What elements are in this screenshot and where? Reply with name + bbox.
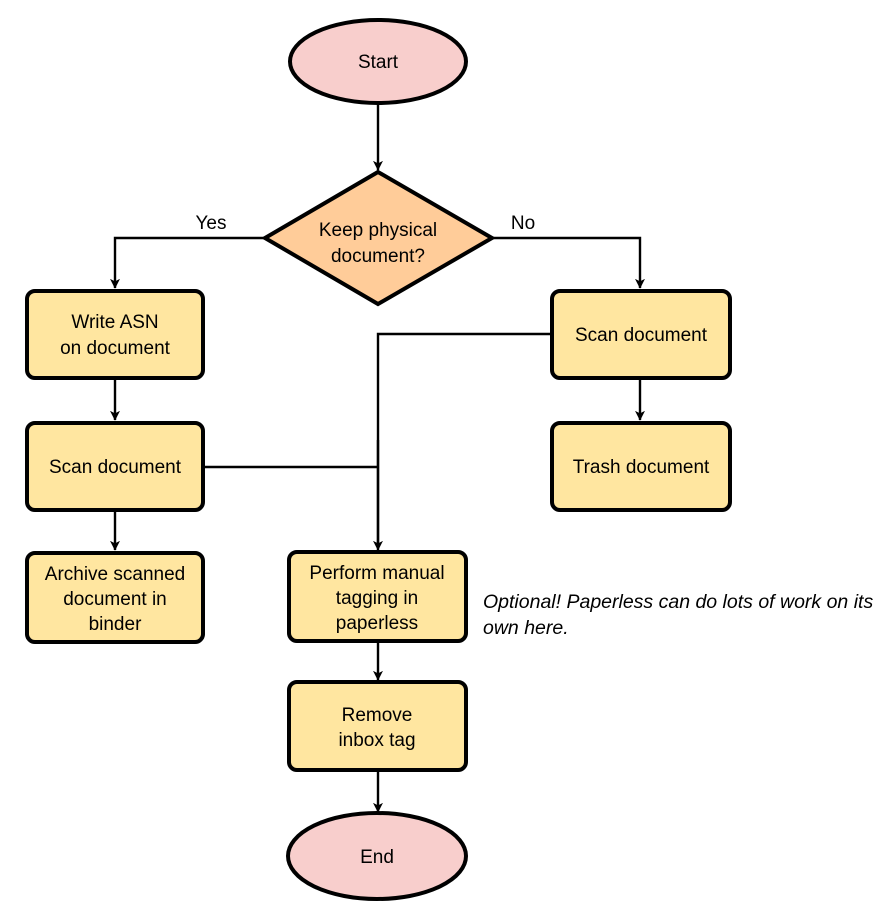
node-start[interactable]: Start	[288, 18, 468, 105]
scan-document-left-label: Scan document	[49, 457, 182, 478]
node-archive-in-binder[interactable]: Archive scanned document in binder	[25, 551, 205, 644]
manual-tagging-box-shape	[287, 550, 468, 643]
node-write-asn[interactable]: Write ASN on document	[25, 289, 205, 380]
edge-decision-no-to-scan-right	[492, 236, 645, 289]
edge-label-no: No	[511, 213, 535, 234]
node-trash-document[interactable]: Trash document	[550, 421, 732, 512]
trash-document-box-shape	[550, 421, 732, 512]
edge-scan-right-to-manual-tagging	[376, 332, 552, 548]
node-perform-manual-tagging[interactable]: Perform manual tagging in paperless	[287, 550, 468, 643]
edges-group	[110, 103, 645, 813]
write-asn-label-line1: Write ASN	[71, 312, 158, 333]
archive-label-line3: binder	[89, 614, 142, 635]
end-ellipse-shape	[286, 811, 468, 901]
node-scan-document-left[interactable]: Scan document	[25, 421, 205, 512]
archive-in-binder-box-shape	[25, 551, 205, 644]
scan-document-right-box-shape	[550, 289, 732, 380]
remove-inbox-tag-box-shape	[287, 680, 468, 772]
decision-diamond-shape	[261, 169, 496, 307]
manual-tagging-label-line2: tagging in	[336, 588, 418, 609]
scan-document-left-box-shape	[25, 421, 205, 512]
optional-note: Optional! Paperless can do lots of work …	[483, 589, 883, 641]
write-asn-label-line2: on document	[60, 338, 171, 359]
node-end[interactable]: End	[286, 811, 468, 901]
manual-tagging-label-line3: paperless	[336, 613, 418, 634]
edge-label-yes: Yes	[196, 213, 227, 234]
scan-document-right-label: Scan document	[575, 325, 708, 346]
write-asn-box-shape	[25, 289, 205, 380]
archive-label-line2: document in	[63, 589, 167, 610]
node-remove-inbox-tag[interactable]: Remove inbox tag	[287, 680, 468, 772]
start-ellipse-shape	[288, 18, 468, 105]
archive-label-line1: Archive scanned	[45, 564, 185, 585]
optional-note-line1: Optional! Paperless can do lots of work …	[483, 591, 849, 613]
manual-tagging-label-line1: Perform manual	[309, 563, 444, 584]
node-scan-document-right[interactable]: Scan document	[550, 289, 732, 380]
trash-document-label: Trash document	[573, 457, 710, 478]
remove-inbox-label-line1: Remove	[342, 705, 413, 726]
edge-decision-yes-to-write-asn	[110, 236, 265, 289]
end-label: End	[360, 847, 394, 868]
remove-inbox-label-line2: inbox tag	[338, 730, 415, 751]
start-label: Start	[358, 52, 399, 73]
node-keep-physical-document[interactable]: Keep physical document?	[261, 169, 496, 307]
decision-label-line2: document?	[331, 246, 425, 267]
optional-note-line2: its own here.	[483, 591, 874, 639]
decision-label-line1: Keep physical	[319, 220, 437, 241]
